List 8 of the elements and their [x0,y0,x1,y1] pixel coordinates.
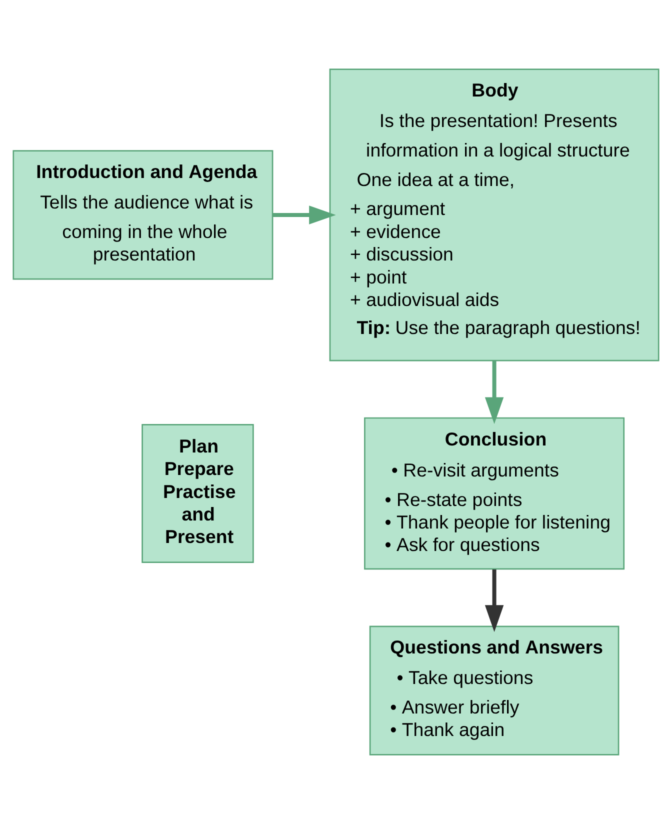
node-box: Introduction and Agenda Tells the audience what is coming in the whole presentation [12,150,274,280]
node-box: Plan Prepare Practise and Present [142,424,254,562]
node-box: Questions and Answers • Take questions • Answer briefly • Thank again [369,625,620,755]
arrow [484,568,504,632]
node-box: Conclusion • Re-visit arguments • Re-state points • Thank people for listening • Ask for questions [364,416,625,570]
node-box: Body Is the presentation! Presents information in a logical structure One idea at a time, + argument + evidence + discussion + point + audiovisual aids Tip: Use the paragraph questions! [329,68,660,361]
arrow [484,360,504,424]
arrow [272,205,336,224]
